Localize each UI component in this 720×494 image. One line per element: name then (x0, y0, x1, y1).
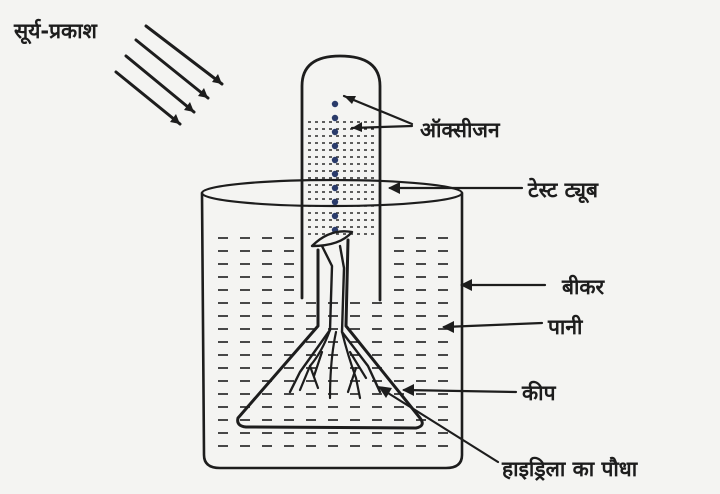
plant-tip (310, 230, 354, 248)
hydrilla-plant (288, 230, 382, 400)
test-tube-outline (300, 54, 382, 302)
oxygen-gas (308, 121, 374, 235)
sunlight-label: सूर्य-प्रकाश (13, 18, 98, 45)
pointers (342, 94, 547, 464)
funnel-label: कीप (521, 380, 557, 405)
sun-rays (114, 24, 224, 126)
plant-pointer (378, 386, 500, 464)
test-tube (300, 54, 382, 302)
oxygen-pointer (342, 94, 414, 130)
funnel (236, 238, 424, 430)
plant-label: हाइड्रिला का पौधा (501, 456, 639, 481)
oxygen-bubbles (331, 100, 339, 234)
beaker-wall (200, 191, 464, 470)
plant-branch (328, 330, 338, 400)
water-surface (218, 237, 448, 447)
sun-ray (144, 24, 224, 86)
sun-ray (134, 38, 210, 100)
water-label: पानी (547, 314, 584, 339)
beaker-label: बीकर (561, 274, 606, 299)
test-tube-label: टेस्ट ट्यूब (527, 177, 599, 204)
oxygen-label: ऑक्सीजन (420, 117, 501, 142)
plant-branch (308, 350, 368, 394)
funnel-pointer (402, 388, 518, 394)
sun-ray (124, 54, 196, 114)
sun-ray (114, 70, 182, 126)
plant-branch (340, 330, 362, 400)
water-pointer (442, 321, 544, 329)
